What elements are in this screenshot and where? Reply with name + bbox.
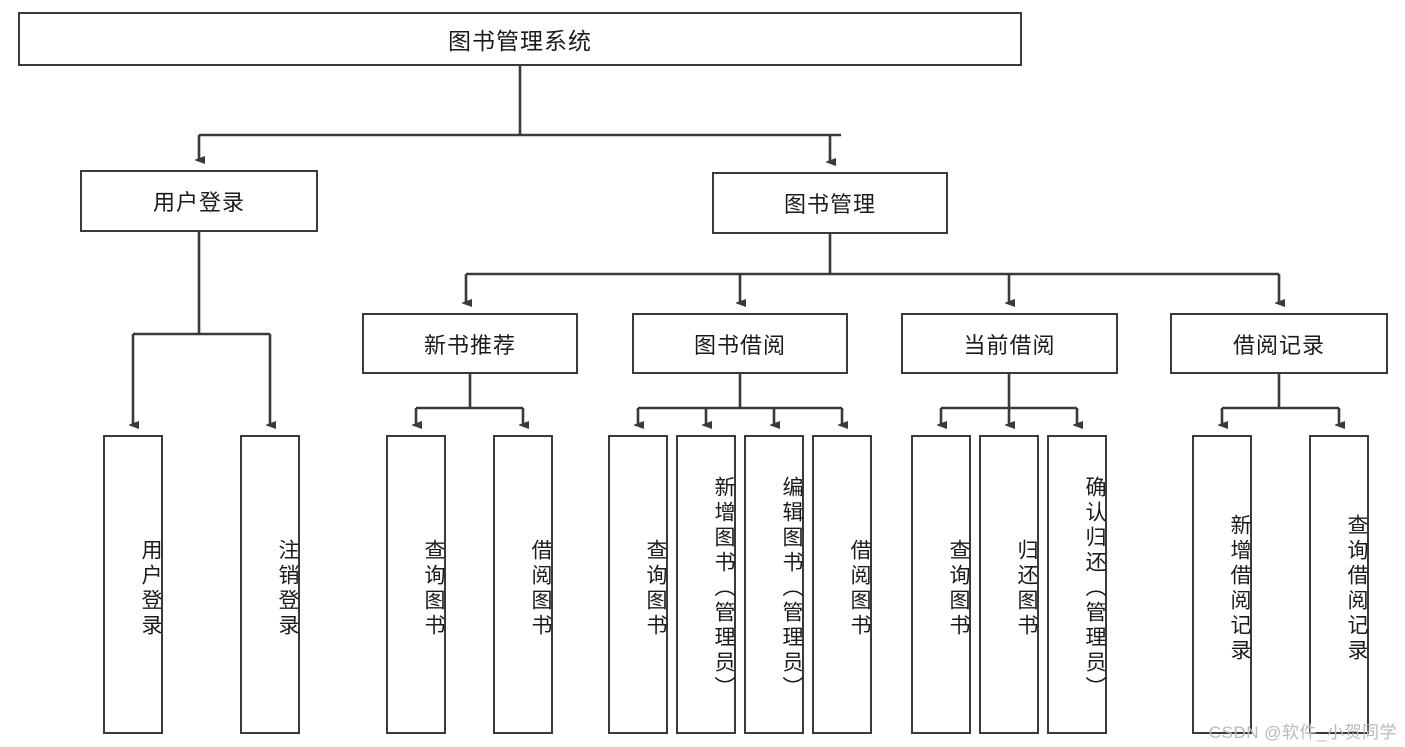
node-label: 新增图书（管理员）: [712, 476, 735, 701]
node-current-borrow[interactable]: 当前借阅: [901, 313, 1118, 374]
watermark-text: CSDN @软件_小贺同学: [1208, 723, 1397, 742]
node-label: 查询图书: [644, 538, 667, 639]
node-label: 用户登录: [139, 538, 162, 639]
node-label: 借阅图书: [529, 538, 552, 639]
node-root-system[interactable]: 图书管理系统: [18, 12, 1022, 66]
node-label: 用户登录: [152, 190, 245, 215]
node-label: 查询图书: [947, 538, 970, 639]
leaf-query-book-1[interactable]: 查询图书: [386, 435, 446, 734]
leaf-query-book-2[interactable]: 查询图书: [608, 435, 668, 734]
node-label: 借阅图书: [848, 538, 871, 639]
leaf-borrow-book-2[interactable]: 借阅图书: [812, 435, 872, 734]
node-label: 新增借阅记录: [1228, 513, 1251, 664]
node-label: 图书管理系统: [448, 28, 592, 54]
node-label: 查询借阅记录: [1345, 513, 1368, 664]
node-label: 图书借阅: [693, 332, 786, 358]
leaf-borrow-book-1[interactable]: 借阅图书: [493, 435, 553, 734]
node-label: 查询图书: [422, 538, 445, 639]
leaf-user-login[interactable]: 用户登录: [103, 435, 163, 734]
node-book-manage[interactable]: 图书管理: [712, 172, 948, 234]
leaf-add-book[interactable]: 新增图书（管理员）: [676, 435, 736, 734]
node-label: 确认归还（管理员）: [1083, 476, 1106, 701]
node-label: 编辑图书（管理员）: [780, 476, 803, 701]
node-label: 当前借阅: [963, 332, 1056, 358]
node-user-login[interactable]: 用户登录: [80, 170, 318, 232]
leaf-confirm-return[interactable]: 确认归还（管理员）: [1047, 435, 1107, 734]
node-label: 借阅记录: [1232, 332, 1325, 358]
leaf-query-book-3[interactable]: 查询图书: [911, 435, 971, 734]
node-new-book-recommend[interactable]: 新书推荐: [362, 313, 578, 374]
leaf-query-record[interactable]: 查询借阅记录: [1309, 435, 1369, 734]
node-label: 新书推荐: [423, 332, 516, 358]
leaf-edit-book[interactable]: 编辑图书（管理员）: [744, 435, 804, 734]
leaf-logout-login[interactable]: 注销登录: [240, 435, 300, 734]
node-label: 注销登录: [276, 538, 299, 639]
leaf-add-record[interactable]: 新增借阅记录: [1192, 435, 1252, 734]
leaf-return-book[interactable]: 归还图书: [979, 435, 1039, 734]
node-borrow-record[interactable]: 借阅记录: [1170, 313, 1388, 374]
node-book-borrow[interactable]: 图书借阅: [632, 313, 848, 374]
node-label: 图书管理: [783, 192, 876, 217]
node-label: 归还图书: [1015, 538, 1038, 639]
